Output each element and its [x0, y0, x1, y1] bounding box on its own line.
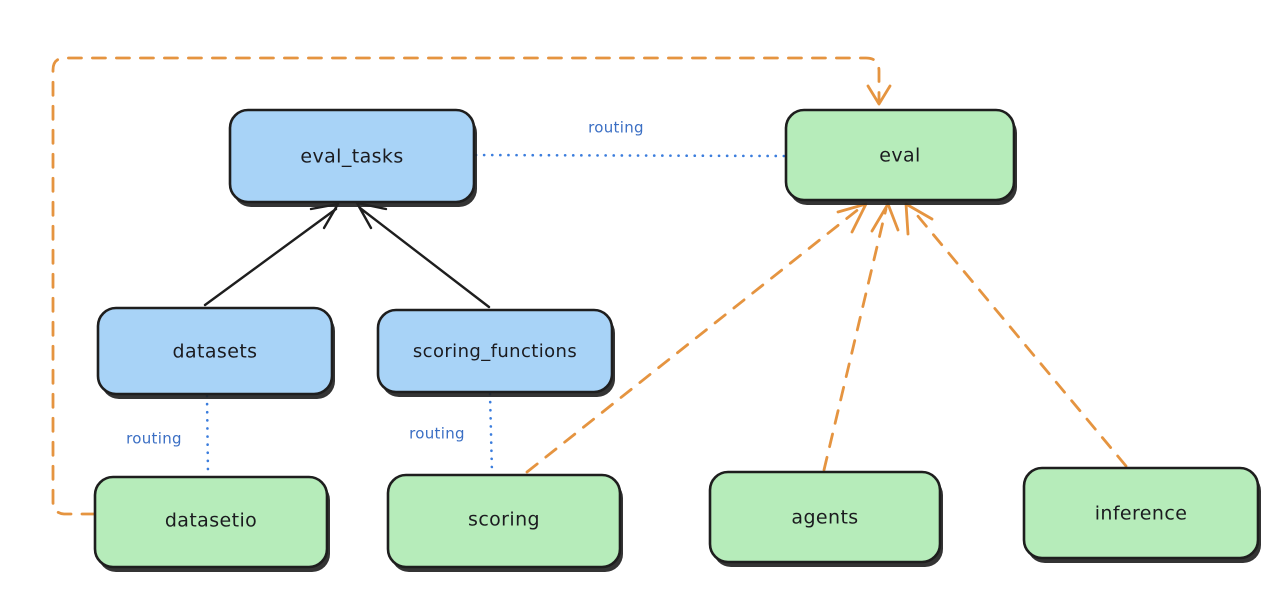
- node-label-datasets: datasets: [173, 341, 258, 363]
- node-scoring-functions[interactable]: scoring_functions: [376, 308, 615, 397]
- node-datasetio[interactable]: datasetio: [93, 475, 330, 572]
- node-eval-tasks[interactable]: eval_tasks: [228, 108, 477, 207]
- edge-eval-tasks-eval[interactable]: routing: [474, 119, 786, 158]
- node-label-scoring: scoring: [468, 509, 540, 531]
- edge-datasetio-eval[interactable]: [51, 56, 892, 516]
- node-agents[interactable]: agents: [708, 470, 943, 567]
- node-scoring[interactable]: scoring: [386, 473, 623, 572]
- edge-label-routing-scoring-functions: routing: [409, 425, 465, 443]
- edge-label-routing-eval-tasks: routing: [588, 119, 644, 137]
- edge-scoring-functions-scoring[interactable]: routing: [409, 392, 494, 475]
- edge-datasets-datasetio[interactable]: routing: [126, 394, 210, 477]
- node-label-datasetio: datasetio: [165, 510, 257, 532]
- edge-datasets-eval-tasks[interactable]: [203, 202, 340, 307]
- edge-label-routing-datasets: routing: [126, 430, 182, 448]
- node-label-eval: eval: [879, 145, 920, 167]
- edge-layer: routing routing routing: [51, 56, 1128, 516]
- node-label-inference: inference: [1095, 503, 1188, 525]
- edge-scoring-functions-eval-tasks[interactable]: [355, 201, 491, 309]
- node-eval[interactable]: eval: [784, 108, 1017, 205]
- node-inference[interactable]: inference: [1022, 466, 1261, 563]
- node-datasets[interactable]: datasets: [96, 306, 335, 399]
- node-label-eval-tasks: eval_tasks: [300, 146, 403, 168]
- edge-agents-eval[interactable]: [822, 202, 900, 472]
- edge-inference-eval[interactable]: [904, 202, 1128, 468]
- node-layer: eval_tasks eval datasets scoring_functio…: [93, 108, 1261, 572]
- node-label-scoring-functions: scoring_functions: [413, 341, 577, 362]
- node-label-agents: agents: [791, 507, 858, 529]
